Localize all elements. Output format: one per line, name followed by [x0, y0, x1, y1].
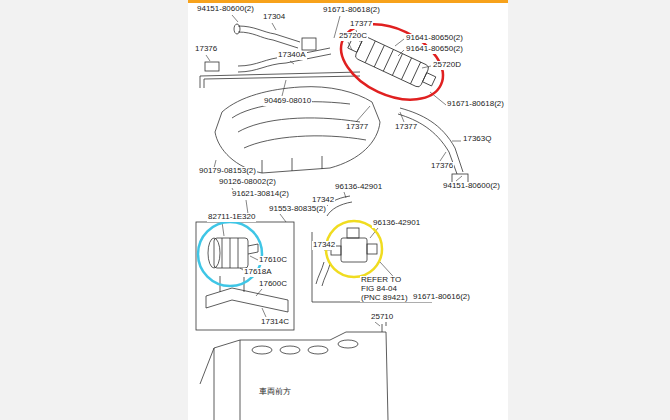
cylinder: [280, 346, 300, 354]
bracket: [206, 288, 288, 312]
part-label: 車両前方: [258, 388, 292, 397]
hose: [322, 264, 330, 286]
top-strip: [188, 0, 508, 3]
part-label: 17340A: [277, 51, 307, 60]
line-art: [196, 24, 468, 420]
part-label: 91671-80618(2): [446, 100, 505, 109]
part-label: 91621-30814(2): [231, 190, 290, 199]
part-label: 94151-80600(2): [196, 5, 255, 14]
part-label: 25720D: [432, 61, 462, 70]
part-label: 91641-80650(2): [405, 34, 464, 43]
valve-top: [347, 228, 359, 238]
group-frame: [196, 222, 294, 330]
part-label: 25710: [370, 313, 394, 322]
sheet: [188, 0, 508, 420]
pipe-end: [234, 24, 240, 34]
part-label: 17342: [311, 196, 335, 205]
part-label: 25720C: [338, 32, 368, 41]
part-label: REFER TO FIG 84-04 (PNC 89421): [360, 276, 414, 302]
valve-cylinder: [354, 36, 429, 88]
part-label: 17377: [345, 123, 369, 132]
cylinder: [252, 346, 272, 354]
part-label: 90179-08153(2): [198, 167, 257, 176]
valve-body: [341, 238, 367, 262]
engine-block: [200, 332, 388, 420]
group-frame: [312, 232, 432, 302]
intake-manifold: [215, 87, 380, 173]
gasket: [205, 62, 219, 71]
pump-ribs: [222, 238, 238, 268]
pipe: [238, 26, 300, 42]
part-label: 17342: [312, 241, 336, 250]
part-label: 82711-1E320: [207, 213, 256, 222]
part-label: 96136-42901: [334, 183, 383, 192]
part-label: 17314C: [260, 318, 290, 327]
flange: [302, 38, 316, 50]
hose: [316, 262, 324, 284]
part-label: 91641-80650(2): [405, 45, 464, 54]
cylinder: [308, 346, 328, 354]
part-label: 17618A: [243, 268, 273, 277]
pump-face: [208, 238, 220, 268]
part-label: 91671-80616(2): [412, 293, 471, 302]
valve-port: [423, 73, 436, 86]
part-label: 96136-42901: [372, 219, 421, 228]
part-label: 17600C: [258, 280, 288, 289]
part-label: 17376: [194, 45, 218, 54]
pipe: [400, 108, 463, 172]
pipe: [238, 32, 298, 48]
part-label: 17376: [430, 162, 454, 171]
part-label: 91671-80618(2): [322, 6, 381, 15]
rod: [200, 72, 360, 88]
part-label: 91553-80835(2): [268, 205, 327, 214]
part-label: 17363Q: [462, 135, 492, 144]
part-label: 17304: [262, 13, 286, 22]
pump-body: [214, 238, 248, 268]
cylinder: [338, 340, 358, 348]
part-label: 17377: [349, 20, 373, 29]
pump-outlet: [248, 244, 258, 254]
part-label: 90126-08002(2): [218, 178, 277, 187]
manifold-ports: [262, 156, 322, 173]
part-label: 17377: [394, 123, 418, 132]
engine-edges: [214, 340, 240, 420]
part-label: 94151-80600(2): [442, 182, 501, 191]
valve-port: [367, 244, 377, 254]
part-label: 90469-08010: [263, 97, 312, 106]
rod: [204, 76, 360, 88]
part-label: 17610C: [258, 256, 288, 265]
